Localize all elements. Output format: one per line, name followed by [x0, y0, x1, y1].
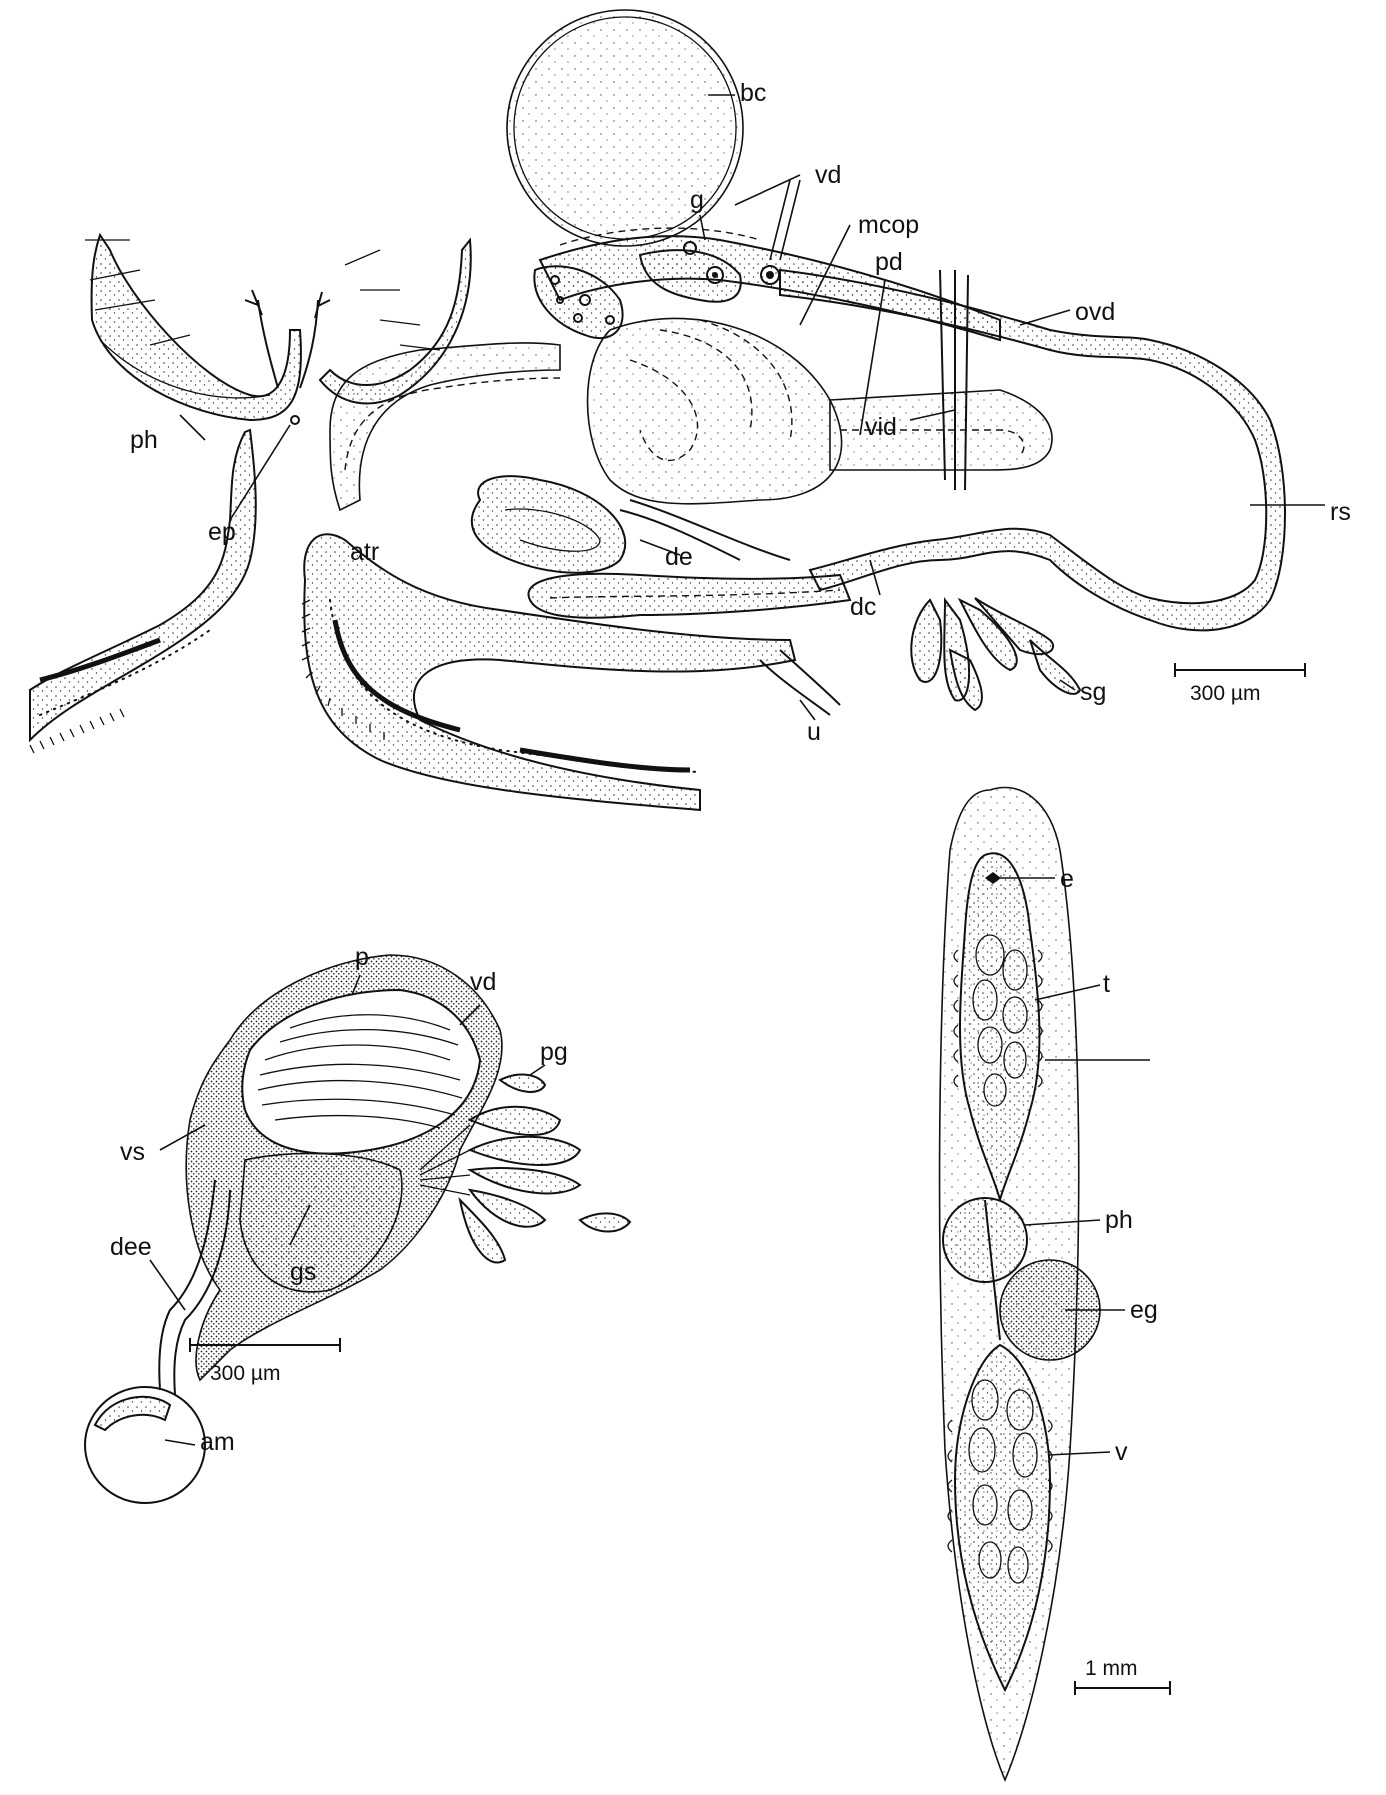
panel-penis	[84, 954, 632, 1504]
label-vd-top: vd	[815, 161, 841, 189]
posterior-intestine	[953, 1343, 1052, 1693]
scale-label-bottom-left: 300 µm	[210, 1362, 280, 1385]
ejaculatory-duct-folds	[470, 475, 627, 574]
label-t: t	[1103, 970, 1110, 998]
label-v: v	[1115, 1438, 1128, 1466]
label-pg: pg	[540, 1038, 568, 1066]
label-eg: eg	[1130, 1296, 1158, 1324]
pharynx-sphere	[942, 1197, 1028, 1283]
granular-sac	[239, 1152, 403, 1293]
penis-bulb	[586, 317, 843, 505]
label-atr: atr	[350, 538, 379, 566]
panel-copulatory-apparatus	[29, 9, 1325, 812]
label-gs: gs	[290, 1258, 316, 1286]
male-atrium	[84, 1386, 206, 1504]
glands-cluster	[533, 241, 780, 340]
label-sg: sg	[1080, 678, 1106, 706]
label-am: am	[200, 1428, 235, 1456]
atrium-wall	[303, 533, 797, 812]
label-p: p	[355, 943, 369, 971]
label-e: e	[1060, 865, 1074, 893]
label-de: de	[665, 543, 693, 571]
labels: bc vd g mcop pd ovd vid rs ph ep atr de …	[110, 79, 1351, 1680]
bursa-copulatrix	[506, 9, 744, 247]
label-g: g	[690, 186, 704, 214]
label-ep: ep	[208, 518, 236, 546]
label-bc: bc	[740, 79, 766, 107]
label-pd: pd	[875, 248, 903, 276]
label-vid: vid	[865, 413, 897, 441]
scale-label-top-right: 300 µm	[1190, 682, 1260, 705]
label-ph-right: ph	[1105, 1206, 1133, 1234]
shell-glands	[910, 597, 1082, 712]
seminal-vesicle	[241, 988, 482, 1155]
pharynx-pocket-left	[90, 232, 302, 422]
label-mcop: mcop	[858, 211, 919, 239]
scale-label-bottom-right: 1 mm	[1085, 1657, 1138, 1680]
label-dc: dc	[850, 593, 876, 621]
label-u: u	[807, 718, 821, 746]
label-rs: rs	[1330, 498, 1351, 526]
label-vd-mid: vd	[470, 968, 496, 996]
label-ph-top: ph	[130, 426, 158, 454]
label-ovd: ovd	[1075, 298, 1115, 326]
label-dee: dee	[110, 1233, 152, 1261]
penis-glands	[458, 1073, 632, 1264]
body-wall-left	[29, 428, 257, 743]
panel-whole-body	[938, 786, 1171, 1783]
common-duct	[527, 572, 852, 619]
label-vs: vs	[120, 1138, 145, 1166]
